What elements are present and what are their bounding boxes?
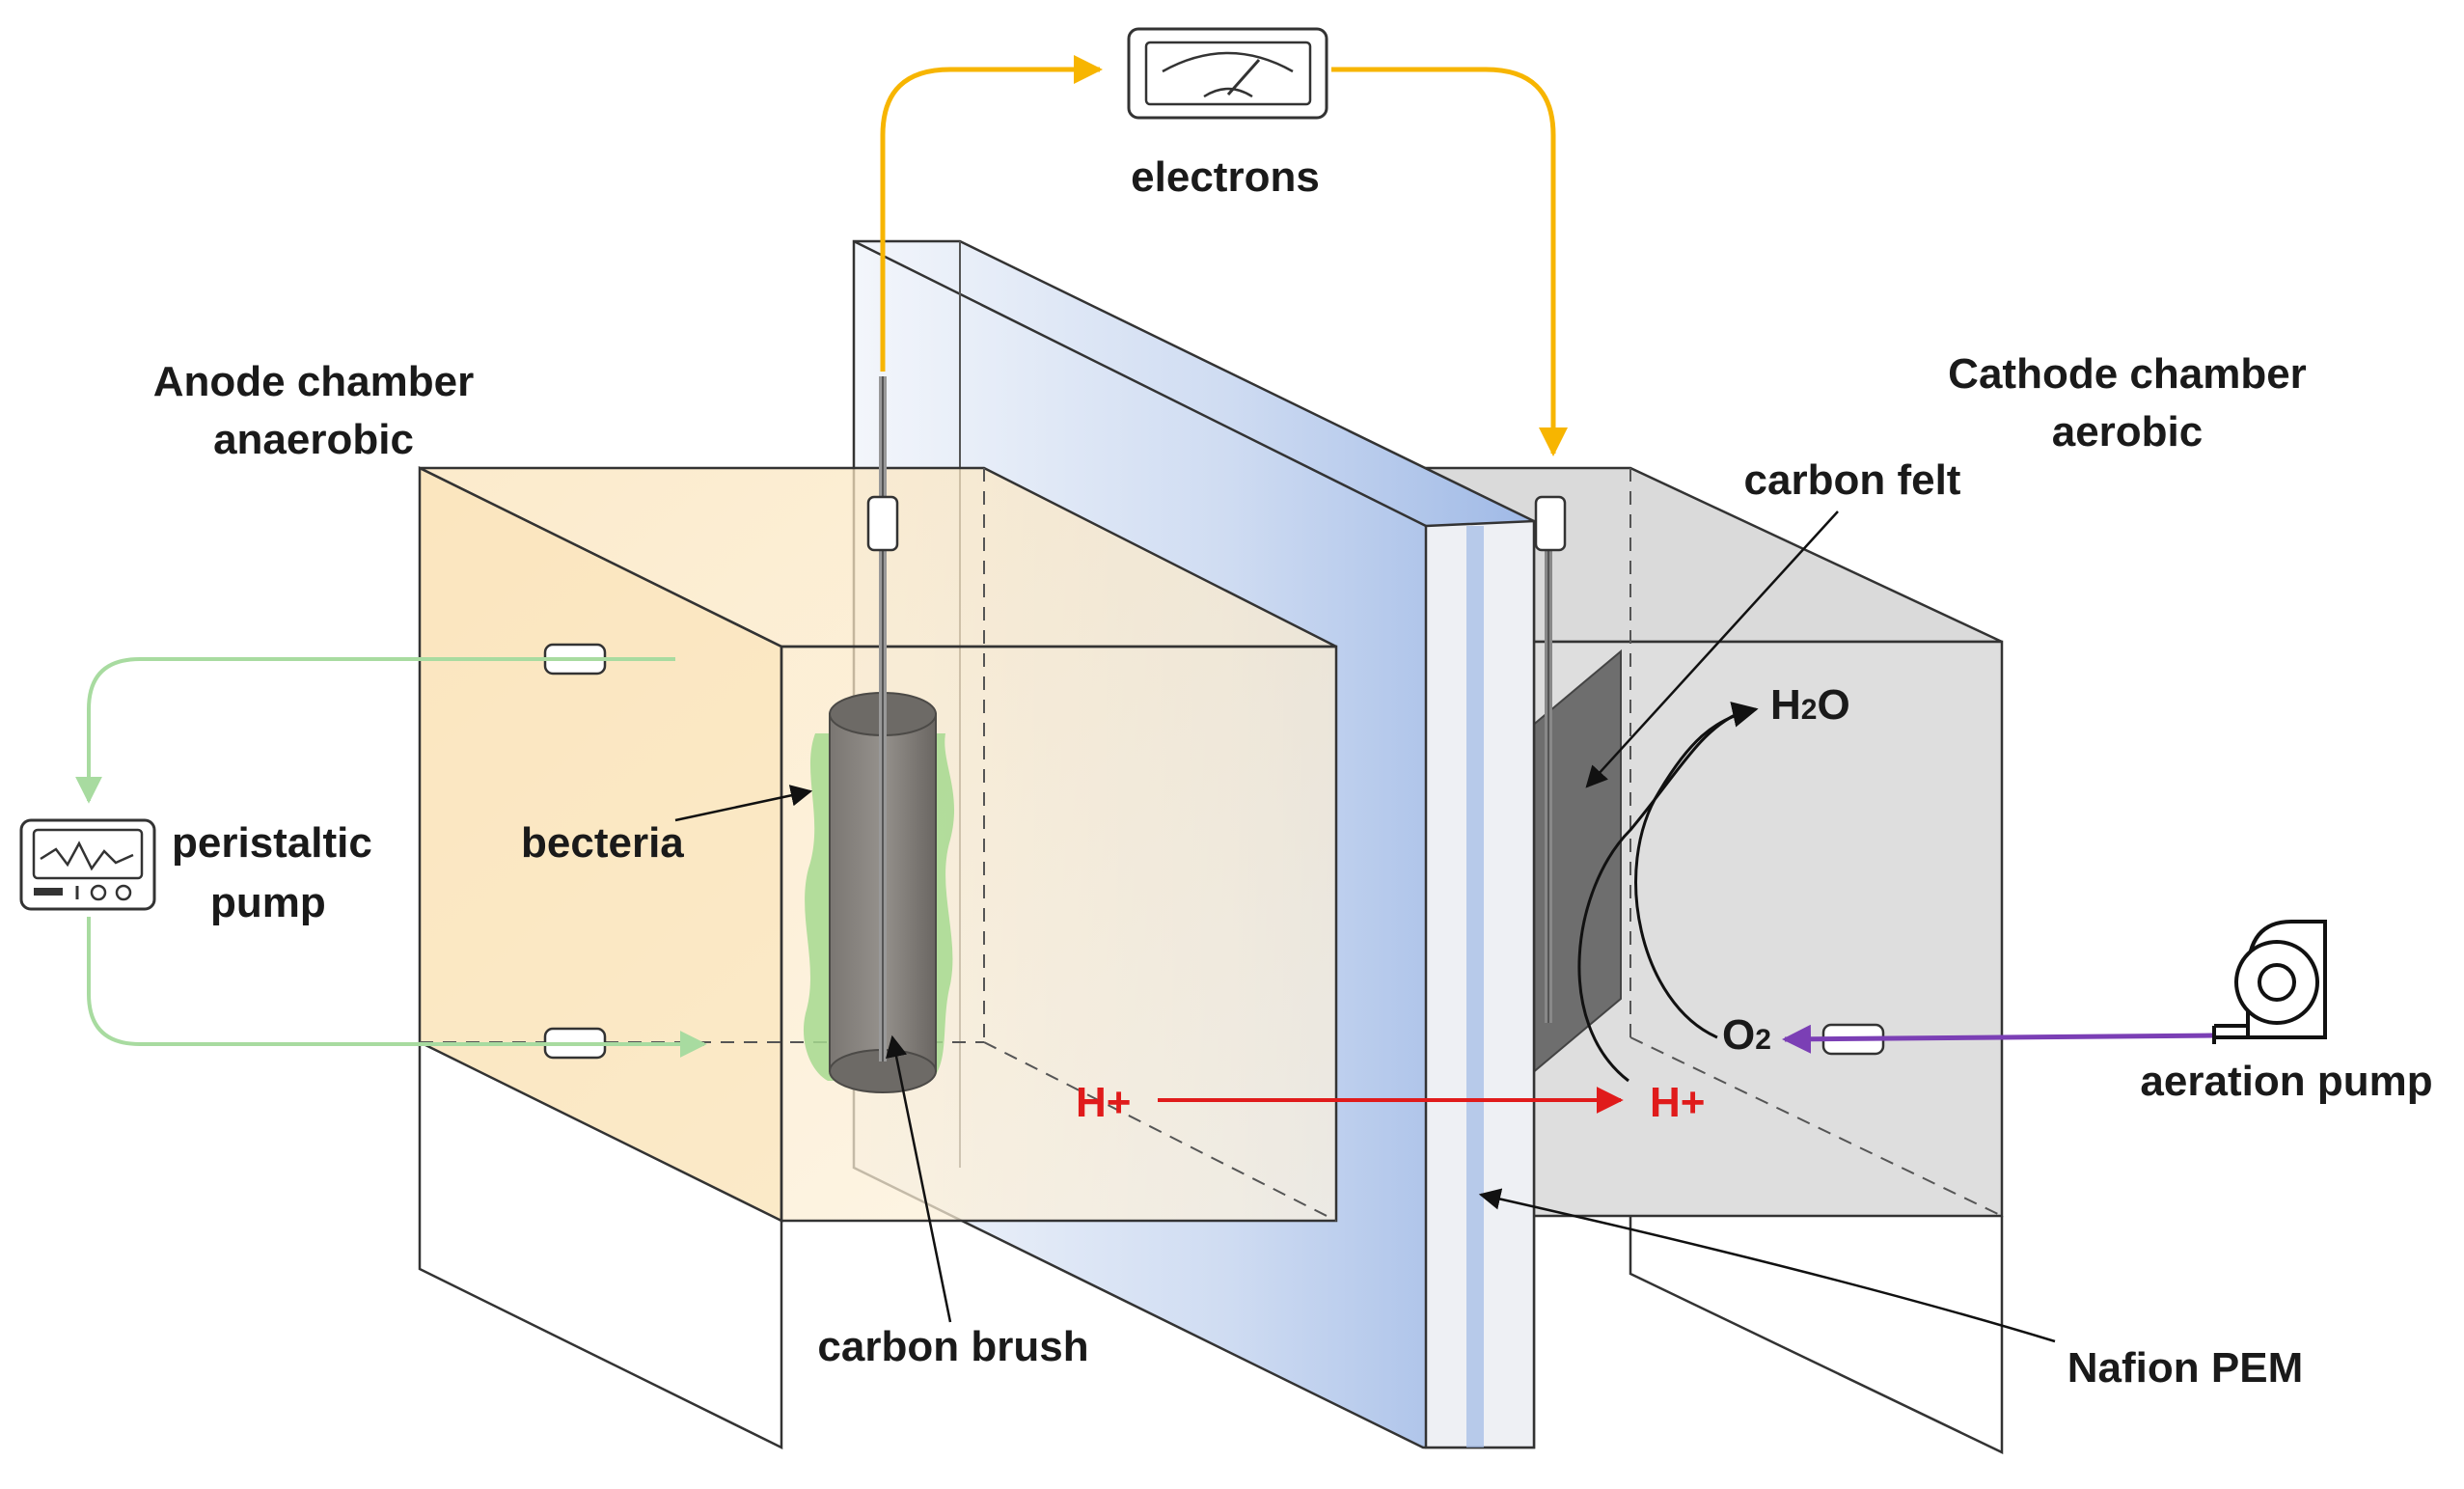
carbon-felt-label: carbon felt bbox=[1744, 456, 1961, 504]
anode-title: Anode chamber bbox=[153, 358, 475, 405]
peristaltic-loop bbox=[75, 657, 707, 1058]
proton-label-right: H+ bbox=[1650, 1079, 1705, 1126]
anode-condition: anaerobic bbox=[213, 416, 414, 463]
carbon-felt-leader bbox=[1585, 510, 1839, 788]
bacteria-label: becteria bbox=[521, 819, 684, 867]
oxygen-label: O2 bbox=[1722, 1011, 1771, 1059]
peristaltic-pump-icon bbox=[19, 818, 156, 911]
ammeter-icon bbox=[1127, 27, 1328, 120]
water-label: H2O bbox=[1770, 681, 1850, 729]
carbon-brush-label: carbon brush bbox=[817, 1323, 1088, 1370]
membrane-label: Nafion PEM bbox=[2067, 1344, 2303, 1392]
aeration-pump-label: aeration pump bbox=[2140, 1058, 2432, 1105]
carbon-brush-electrode bbox=[803, 376, 955, 1093]
proton-label-left: H+ bbox=[1076, 1079, 1131, 1126]
electron-circuit bbox=[880, 55, 1568, 456]
membrane-leader bbox=[1478, 1188, 2056, 1343]
carbon-brush-leader bbox=[886, 1034, 952, 1323]
peristaltic-pump-label-line2: pump bbox=[210, 879, 326, 926]
cathode-condition: aerobic bbox=[2052, 408, 2204, 455]
electrons-label: electrons bbox=[1131, 153, 1320, 201]
cathode-title: Cathode chamber bbox=[1948, 350, 2307, 398]
bacteria-leader bbox=[674, 785, 813, 822]
reaction-curve bbox=[1577, 712, 1738, 1083]
peristaltic-pump-label-line1: peristaltic bbox=[172, 819, 372, 867]
water-formation-arrow bbox=[1634, 702, 1759, 1039]
aeration-arrow bbox=[1782, 1024, 2215, 1054]
aeration-pump-icon bbox=[2212, 920, 2327, 1044]
